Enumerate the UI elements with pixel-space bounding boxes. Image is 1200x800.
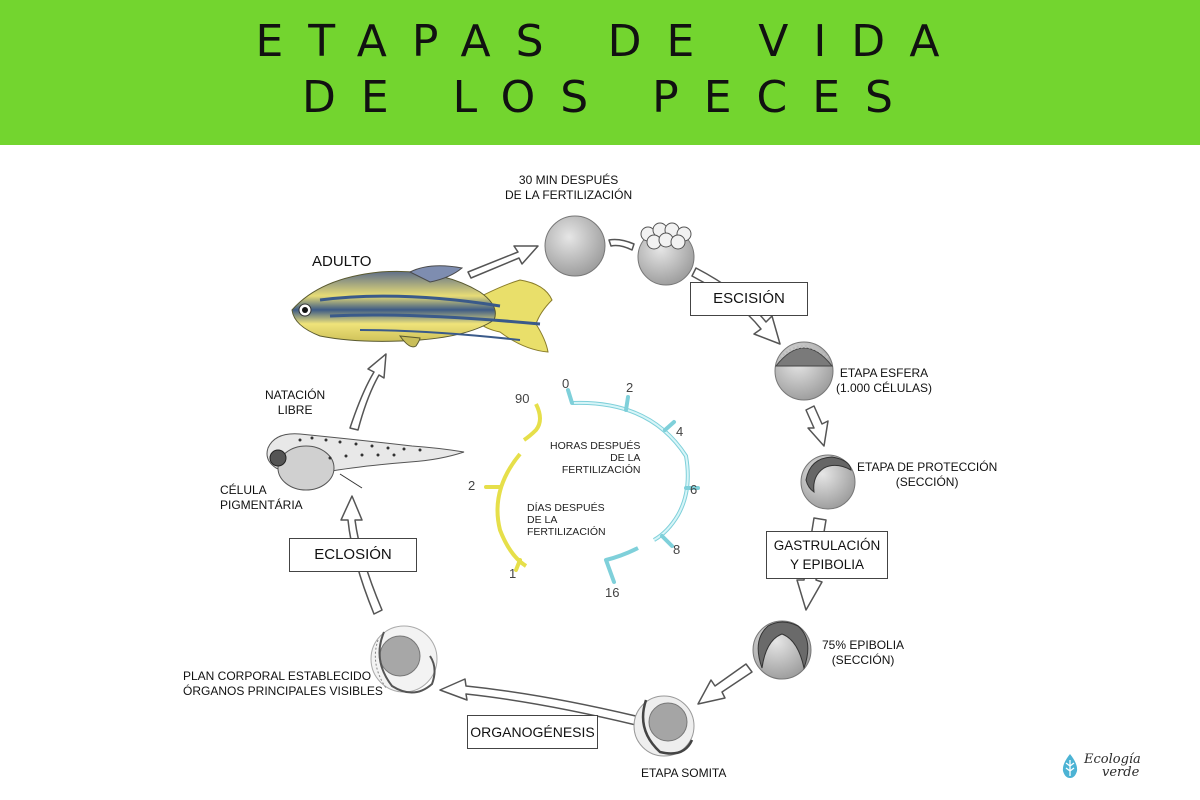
page-title-line2: DE LOS PECES xyxy=(302,72,918,123)
egg-fertilized xyxy=(544,215,606,277)
egg-cleavage xyxy=(637,222,695,286)
larva-free-swimming xyxy=(266,433,465,491)
arrow-epiboly-to-somite xyxy=(697,663,753,705)
adult-fish xyxy=(291,265,553,353)
day-tick-2: 2 xyxy=(468,478,476,493)
label-epiboly-stage: 75% EPIBOLIA(SECCIÓN) xyxy=(822,638,905,667)
hours-timeline xyxy=(566,388,700,584)
embryo-body-plan xyxy=(370,625,438,694)
day-tick-90: 90 xyxy=(515,391,530,406)
leaf-drop-icon xyxy=(1062,754,1078,778)
hour-tick-2: 2 xyxy=(626,380,634,395)
arrow-adult-to-egg xyxy=(467,245,539,279)
phase-cleavage-box: ESCISIÓN xyxy=(690,282,808,316)
phase-hatching-box: ECLOSIÓN xyxy=(289,538,417,572)
label-sphere-stage: ETAPA ESFERA(1.000 CÉLULAS) xyxy=(836,366,933,395)
egg-epiboly-stage xyxy=(752,620,812,680)
hour-tick-4: 4 xyxy=(676,424,684,439)
brand-name-line1: Ecología xyxy=(1084,752,1141,767)
arrow-somite-to-bodyplan xyxy=(439,678,641,726)
egg-shield-stage xyxy=(800,454,856,510)
hour-tick-16: 16 xyxy=(605,585,620,600)
days-timeline xyxy=(484,403,542,572)
egg-somite-stage xyxy=(633,695,695,757)
arrow-sphere-to-shield xyxy=(805,405,829,447)
brand-logo: Ecología verde xyxy=(1060,752,1141,780)
header-banner: ETAPAS DE VIDA DE LOS PECES xyxy=(0,0,1200,145)
phase-organogenesis-box: ORGANOGÉNESIS xyxy=(467,715,598,749)
day-tick-1: 1 xyxy=(509,566,517,581)
arrow-larva-to-adult xyxy=(349,353,387,431)
arrow-egg-to-cleavage xyxy=(608,238,635,251)
page-title-line1: ETAPAS DE VIDA xyxy=(255,16,965,67)
hour-tick-8: 8 xyxy=(673,542,681,557)
label-shield-stage: ETAPA DE PROTECCIÓN(SECCIÓN) xyxy=(857,460,998,489)
egg-sphere-stage xyxy=(774,341,834,401)
label-adult: ADULTO xyxy=(312,253,372,270)
label-somite-stage: ETAPA SOMITA xyxy=(641,766,727,780)
brand-name-line2: verde xyxy=(1102,765,1140,780)
hour-tick-6: 6 xyxy=(690,482,698,497)
hour-tick-0: 0 xyxy=(562,376,570,391)
